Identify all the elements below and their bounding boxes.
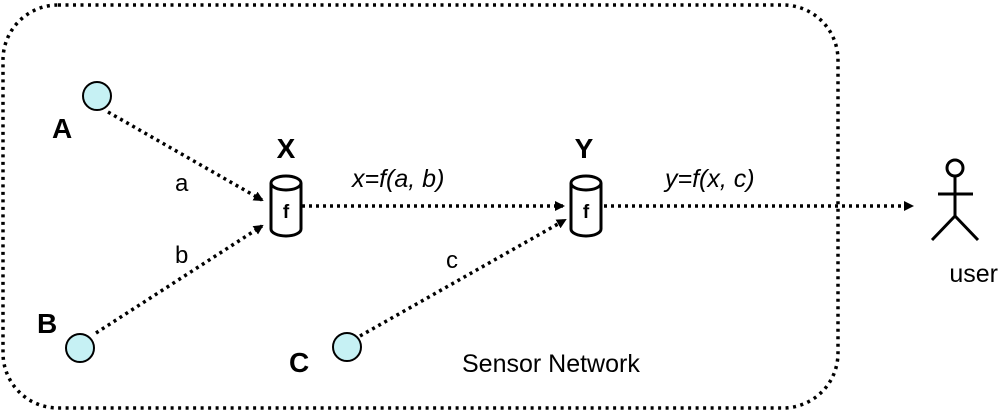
edge-c-label: c bbox=[446, 247, 458, 274]
aggregator-y-node: f bbox=[569, 174, 603, 238]
aggregator-x-label: X bbox=[277, 133, 296, 164]
aggregator-y-label: Y bbox=[575, 133, 594, 164]
sensor-c-node bbox=[332, 332, 362, 362]
edge-b-to-x bbox=[95, 224, 264, 335]
edge-b-label: b bbox=[175, 242, 188, 269]
edge-a-label: a bbox=[175, 170, 189, 197]
aggregator-y-function-symbol: f bbox=[583, 202, 590, 223]
sensor-a-node bbox=[82, 81, 112, 111]
edge-y-function-label: y=f(x, c) bbox=[663, 165, 755, 193]
user-stick-figure-icon bbox=[930, 158, 980, 242]
aggregator-x-function-symbol: f bbox=[283, 202, 290, 223]
edge-x-function-label: x=f(a, b) bbox=[351, 165, 444, 193]
edge-c-to-y bbox=[359, 218, 567, 338]
user-label: user bbox=[949, 260, 998, 288]
sensor-b-label: B bbox=[37, 308, 57, 339]
aggregator-x-node: f bbox=[269, 174, 303, 238]
sensor-network-label: Sensor Network bbox=[462, 350, 640, 378]
sensor-a-label: A bbox=[52, 113, 72, 144]
edge-a-to-x bbox=[107, 110, 264, 202]
sensor-c-label: C bbox=[289, 347, 309, 378]
sensor-network-boundary bbox=[1, 3, 840, 410]
sensor-b-node bbox=[65, 333, 95, 363]
